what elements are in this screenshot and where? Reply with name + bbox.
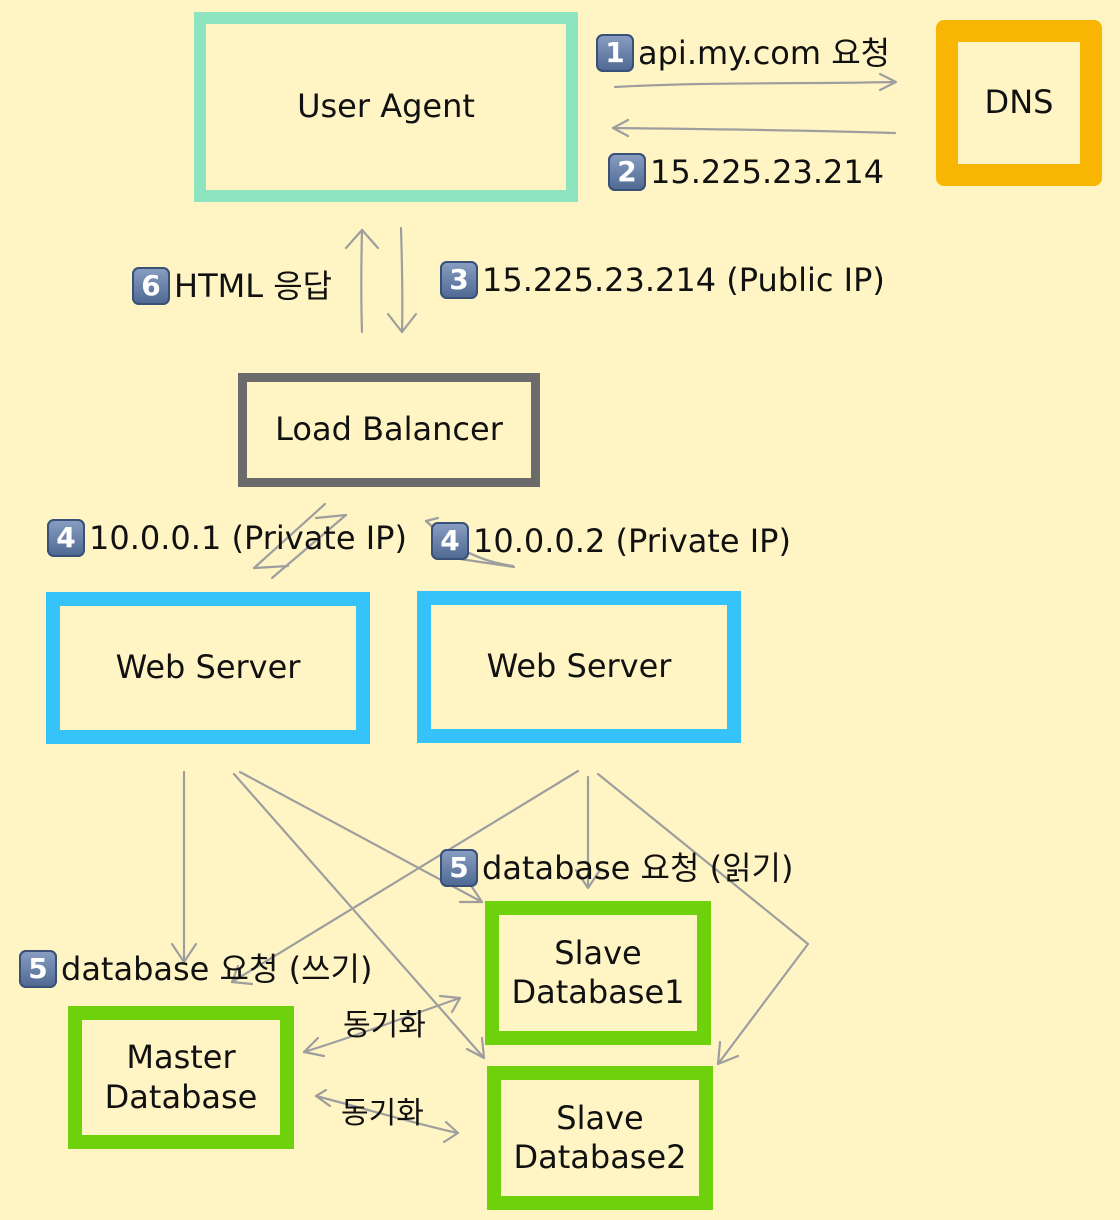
user-agent-label: User Agent bbox=[297, 87, 475, 126]
step-text: database 요청 (쓰기) bbox=[61, 950, 373, 988]
step-number-badge: 6 bbox=[132, 267, 170, 305]
master-database-node: Master Database bbox=[68, 1006, 294, 1149]
sync-label-slave1: 동기화 bbox=[343, 1008, 426, 1043]
arrow-public-ip-down bbox=[386, 226, 418, 334]
step-text: HTML 응답 bbox=[174, 267, 333, 305]
step-number-badge: 4 bbox=[47, 519, 85, 557]
step-6-label: 6 HTML 응답 bbox=[132, 267, 332, 305]
step-5-write-label: 5 database 요청 (쓰기) bbox=[19, 950, 372, 988]
master-database-label: Master Database bbox=[104, 1038, 258, 1116]
web-server-1-label: Web Server bbox=[115, 648, 301, 687]
arrow-sync-slave1 bbox=[302, 994, 462, 1058]
arrow-web2-slave2 bbox=[596, 772, 810, 1066]
step-number-badge: 5 bbox=[19, 950, 57, 988]
step-4-web1-label: 4 10.0.0.1 (Private IP) bbox=[47, 519, 407, 557]
step-number-badge: 3 bbox=[440, 261, 478, 299]
step-1-label: 1 api.my.com 요청 bbox=[596, 34, 890, 72]
arrow-web2-master bbox=[230, 769, 580, 986]
arrow-lb-web1 bbox=[252, 502, 348, 580]
slave-database-2-node: Slave Database2 bbox=[487, 1066, 713, 1210]
step-text: 15.225.23.214 bbox=[650, 153, 885, 191]
load-balancer-label: Load Balancer bbox=[275, 410, 503, 449]
arrow-request-dns bbox=[613, 72, 898, 92]
step-3-label: 3 15.225.23.214 (Public IP) bbox=[440, 261, 885, 299]
step-number-badge: 2 bbox=[608, 153, 646, 191]
step-text: 10.0.0.2 (Private IP) bbox=[473, 522, 791, 560]
step-text: 15.225.23.214 (Public IP) bbox=[482, 261, 885, 299]
step-number-badge: 4 bbox=[431, 522, 469, 560]
step-number-badge: 5 bbox=[440, 849, 478, 887]
web-server-2-label: Web Server bbox=[486, 647, 672, 686]
sync-label-slave2: 동기화 bbox=[341, 1096, 424, 1131]
dns-node: DNS bbox=[936, 20, 1102, 186]
slave-database-1-label: Slave Database1 bbox=[511, 933, 685, 1011]
step-text: api.my.com 요청 bbox=[638, 34, 891, 72]
step-text: 10.0.0.1 (Private IP) bbox=[89, 519, 407, 557]
step-text: database 요청 (읽기) bbox=[482, 849, 794, 887]
slave-database-2-label: Slave Database2 bbox=[513, 1098, 687, 1176]
dns-label: DNS bbox=[984, 83, 1054, 122]
arrow-web1-master bbox=[170, 770, 198, 964]
arrow-web2-slave1 bbox=[574, 775, 602, 890]
step-number-badge: 1 bbox=[596, 34, 634, 72]
arrow-web1-slave2 bbox=[232, 772, 486, 1060]
arrow-response-dns bbox=[611, 118, 897, 138]
step-5-read-label: 5 database 요청 (읽기) bbox=[440, 849, 793, 887]
load-balancer-node: Load Balancer bbox=[238, 373, 540, 487]
arrow-html-response-up bbox=[344, 228, 380, 334]
user-agent-node: User Agent bbox=[194, 12, 578, 202]
web-server-2-node: Web Server bbox=[417, 591, 741, 743]
arrow-sync-slave2 bbox=[314, 1088, 460, 1144]
step-4-web2-label: 4 10.0.0.2 (Private IP) bbox=[431, 522, 791, 560]
step-2-label: 2 15.225.23.214 bbox=[608, 153, 884, 191]
slave-database-1-node: Slave Database1 bbox=[485, 901, 711, 1045]
web-server-1-node: Web Server bbox=[46, 592, 370, 744]
